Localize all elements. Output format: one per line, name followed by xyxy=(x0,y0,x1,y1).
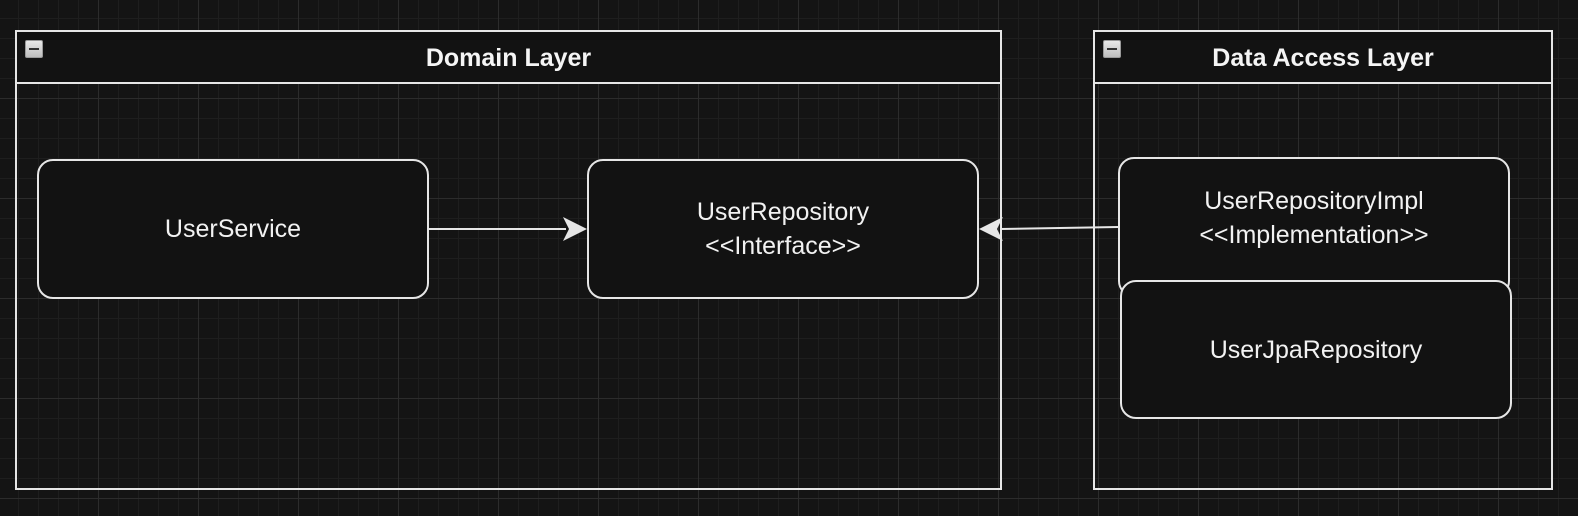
user-repository-label: UserRepository xyxy=(696,198,870,226)
user-service-label: UserService xyxy=(164,215,302,243)
edge-userrepositoryimpl-to-userrepository[interactable] xyxy=(979,217,1119,241)
arrowhead-icon xyxy=(563,217,587,241)
data-access-layer-header xyxy=(1095,32,1551,84)
arrowhead-icon xyxy=(979,217,1003,241)
collapse-minus-icon[interactable] xyxy=(25,40,43,58)
user-service-node[interactable]: UserService xyxy=(37,159,429,299)
user-jpa-repository-node[interactable]: UserJpaRepository xyxy=(1120,280,1512,419)
data-access-layer-container[interactable]: Data Access Layer xyxy=(1093,30,1553,490)
user-repository-node[interactable]: UserRepository <<Interface>> xyxy=(587,159,979,299)
domain-layer-header xyxy=(17,32,1000,84)
collapse-minus-icon[interactable] xyxy=(1103,40,1121,58)
user-repository-stereotype: <<Interface>> xyxy=(705,232,861,260)
domain-layer-title: Domain Layer xyxy=(425,44,592,72)
data-access-layer-title: Data Access Layer xyxy=(1212,44,1434,72)
domain-layer-container[interactable]: Domain Layer xyxy=(15,30,1002,490)
user-repository-impl-node[interactable]: UserRepositoryImpl <<Implementation>> xyxy=(1118,157,1510,297)
edge-userservice-to-userrepository[interactable] xyxy=(429,217,587,241)
user-repository-impl-label: UserRepositoryImpl xyxy=(1204,187,1424,215)
user-jpa-repository-label: UserJpaRepository xyxy=(1209,335,1423,364)
user-repository-impl-stereotype: <<Implementation>> xyxy=(1199,221,1429,249)
